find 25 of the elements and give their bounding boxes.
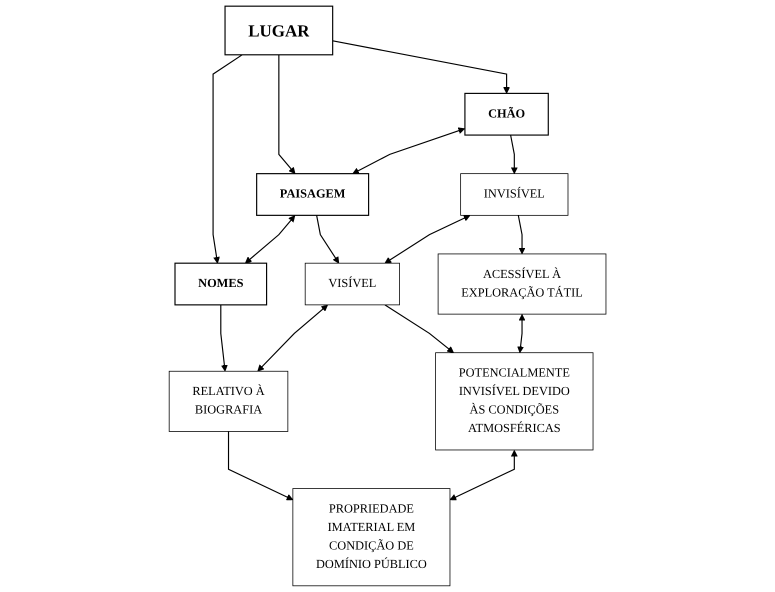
arrow: [257, 304, 328, 372]
node-box: POTENCIALMENTE INVISÍVEL DEVIDO ÀS CONDIÇÕES ATMOSFÉRICAS: [435, 352, 594, 450]
node-box: RELATIVO À BIOGRAFIA: [168, 370, 288, 432]
arrow: [510, 134, 518, 174]
node-box: PAISAGEM: [256, 173, 370, 216]
arrow: [212, 54, 242, 264]
arrow: [352, 127, 465, 174]
arrow: [332, 40, 510, 94]
arrow: [518, 215, 526, 254]
arrow: [228, 431, 294, 500]
arrow: [220, 304, 228, 372]
arrow: [384, 215, 470, 264]
node-box: INVISÍVEL: [460, 173, 568, 216]
node-box: CHÃO: [464, 92, 549, 136]
arrow: [278, 54, 296, 174]
arrow: [450, 450, 518, 500]
node-box: ACESSÍVEL À EXPLORAÇÃO TÁTIL: [438, 254, 606, 315]
node-box: LUGAR: [224, 6, 334, 56]
arrow: [244, 215, 296, 264]
arrow: [316, 215, 340, 264]
node-box: PROPRIEDADE IMATERIAL EM CONDIÇÃO DE DOMÍNIO PÚBLICO: [292, 488, 450, 586]
node-box: NOMES: [174, 262, 268, 306]
node-box: VISÍVEL: [304, 262, 400, 306]
arrow: [517, 314, 526, 354]
arrow: [384, 304, 454, 354]
